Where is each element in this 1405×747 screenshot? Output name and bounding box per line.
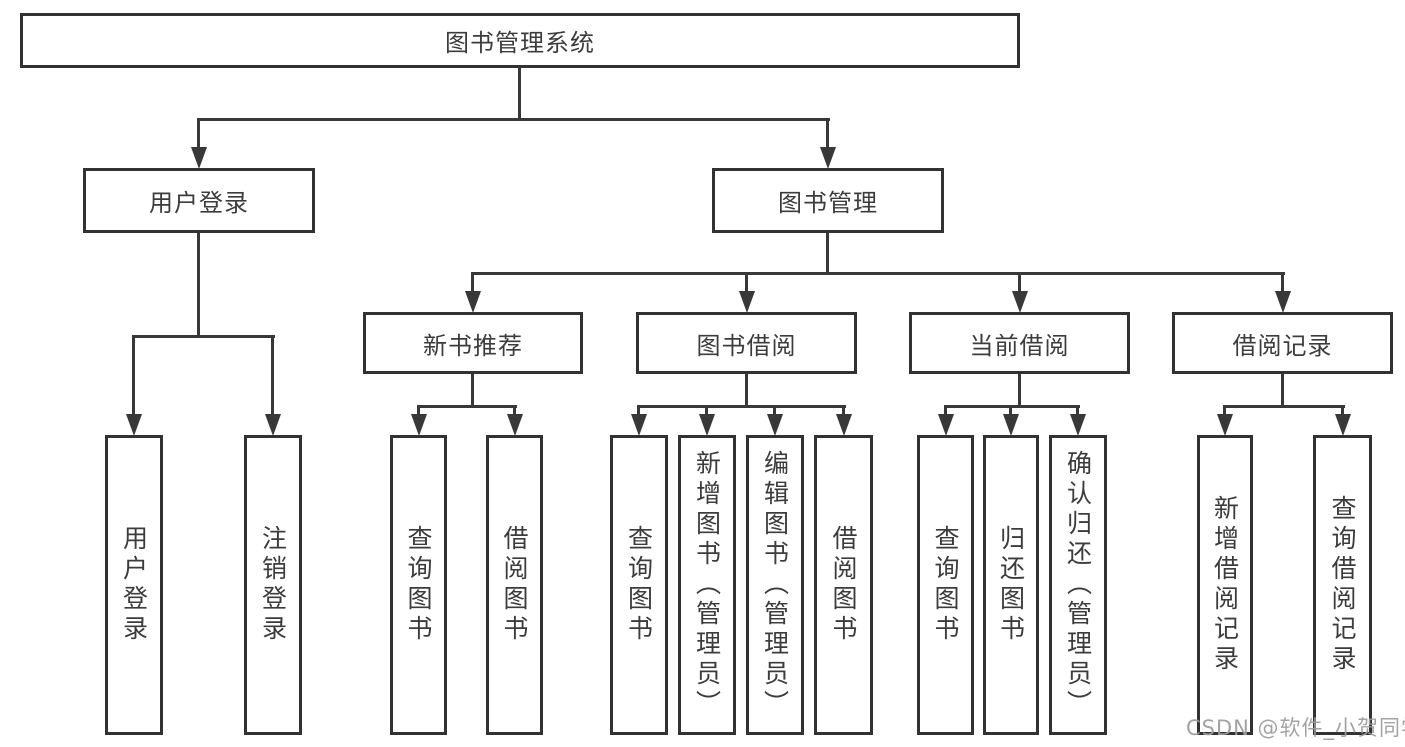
connector-line — [471, 272, 1285, 275]
node-confirm-return: 确认归还（管理员） — [1049, 435, 1107, 735]
node-add-book: 新增图书（管理员） — [678, 435, 736, 735]
connector-line — [1009, 405, 1012, 421]
node-edit-book: 编辑图书（管理员） — [746, 435, 804, 735]
node-user-login: 用户登录 — [83, 168, 315, 233]
node-add-borrow-record: 新增借阅记录 — [1197, 435, 1253, 735]
arrowhead-down-icon — [1275, 291, 1291, 313]
arrowhead-down-icon — [465, 291, 481, 313]
node-book-borrow: 图书借阅 — [636, 312, 857, 374]
connector-line — [637, 405, 640, 421]
connector-line — [745, 372, 748, 407]
connector-line — [826, 231, 829, 274]
arrowhead-down-icon — [265, 414, 281, 436]
arrowhead-down-icon — [767, 414, 783, 436]
arrowhead-down-icon — [1335, 414, 1351, 436]
arrowhead-down-icon — [411, 414, 427, 436]
connector-line — [197, 231, 200, 337]
arrowhead-down-icon — [1003, 414, 1019, 436]
arrowhead-down-icon — [1012, 291, 1028, 313]
arrowhead-down-icon — [126, 414, 142, 436]
connector-line — [132, 335, 135, 421]
arrowhead-down-icon — [1070, 414, 1086, 436]
connector-line — [471, 372, 474, 407]
connector-line — [637, 405, 846, 408]
connector-line — [1281, 272, 1284, 298]
connector-line — [1018, 272, 1021, 298]
node-query-book-1: 查询图书 — [390, 435, 447, 735]
connector-line — [944, 405, 1080, 408]
arrowhead-down-icon — [507, 414, 523, 436]
arrowhead-down-icon — [191, 147, 207, 169]
arrowhead-down-icon — [820, 147, 836, 169]
connector-line — [1076, 405, 1079, 421]
connector-line — [1341, 405, 1344, 421]
node-login: 用户登录 — [105, 435, 163, 735]
node-borrow-book-2: 借阅图书 — [814, 435, 873, 735]
node-logout: 注销登录 — [244, 435, 302, 735]
connector-line — [513, 405, 516, 421]
connector-line — [745, 272, 748, 298]
arrowhead-down-icon — [938, 414, 954, 436]
connector-line — [1223, 405, 1226, 421]
connector-line — [1223, 405, 1345, 408]
node-return-book: 归还图书 — [983, 435, 1039, 735]
node-query-book-2: 查询图书 — [610, 435, 668, 735]
connector-line — [271, 335, 274, 421]
node-book-mgmt: 图书管理 — [712, 168, 944, 233]
connector-line — [842, 405, 845, 421]
connector-line — [826, 118, 829, 154]
node-borrow-book-1: 借阅图书 — [486, 435, 543, 735]
node-query-borrow-record: 查询借阅记录 — [1313, 435, 1372, 735]
node-new-book-rec: 新书推荐 — [363, 312, 583, 374]
connector-line — [1281, 372, 1284, 407]
connector-line — [705, 405, 708, 421]
node-current-borrow: 当前借阅 — [909, 312, 1130, 374]
connector-line — [417, 405, 517, 408]
node-root: 图书管理系统 — [20, 13, 1020, 68]
arrowhead-down-icon — [739, 291, 755, 313]
arrowhead-down-icon — [699, 414, 715, 436]
arrowhead-down-icon — [1217, 414, 1233, 436]
connector-line — [1018, 372, 1021, 407]
node-query-book-3: 查询图书 — [917, 435, 974, 735]
connector-line — [773, 405, 776, 421]
connector-line — [518, 66, 521, 120]
connector-line — [471, 272, 474, 298]
connector-line — [132, 335, 275, 338]
connector-line — [197, 118, 830, 121]
csdn-watermark: CSDN @软件_小贺同学 — [1186, 716, 1405, 740]
node-borrow-records: 借阅记录 — [1172, 312, 1393, 374]
connector-line — [944, 405, 947, 421]
arrowhead-down-icon — [836, 414, 852, 436]
connector-line — [417, 405, 420, 421]
arrowhead-down-icon — [631, 414, 647, 436]
connector-line — [197, 118, 200, 154]
